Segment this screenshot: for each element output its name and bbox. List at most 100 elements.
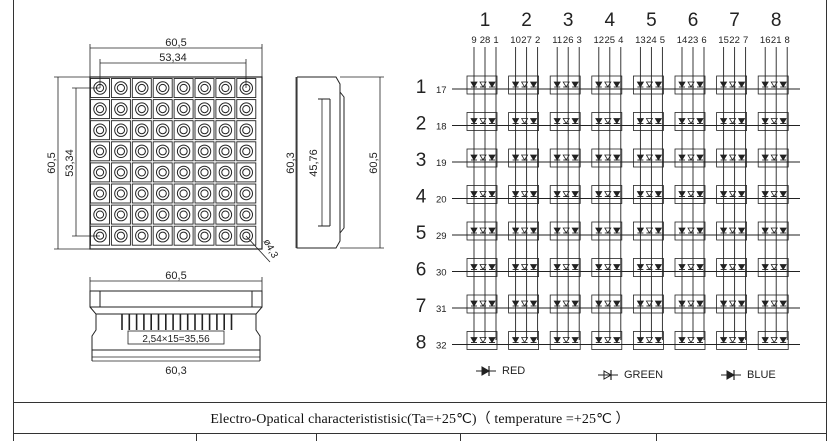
led-diode bbox=[511, 191, 520, 198]
led-hole-inner bbox=[179, 210, 188, 219]
led-hole bbox=[110, 162, 131, 183]
led-diode bbox=[719, 300, 728, 307]
led-hole-inner bbox=[95, 105, 105, 114]
led-hole-outer bbox=[239, 229, 254, 243]
row-pin-label: 29 bbox=[436, 231, 447, 242]
led-cell-frame bbox=[757, 294, 789, 314]
led-hole-frame bbox=[110, 120, 131, 141]
led-hole-outer bbox=[135, 165, 149, 180]
led-hole-inner bbox=[116, 83, 126, 93]
led-diode bbox=[678, 300, 686, 307]
led-hole-inner bbox=[95, 126, 105, 135]
led-hole-outer bbox=[218, 186, 233, 201]
led-diode bbox=[479, 81, 487, 88]
led-diode bbox=[529, 154, 538, 161]
led-cell bbox=[757, 75, 789, 95]
led-diode bbox=[604, 337, 612, 344]
led-diode bbox=[595, 154, 603, 161]
led-cell bbox=[757, 258, 789, 277]
led-cell bbox=[674, 112, 706, 131]
led-hole bbox=[215, 78, 236, 98]
led-hole-outer bbox=[93, 102, 107, 116]
led-diode bbox=[595, 227, 603, 234]
led-hole bbox=[173, 120, 194, 141]
led-hole bbox=[236, 183, 257, 204]
led-cell bbox=[508, 148, 540, 168]
led-cell-frame bbox=[508, 294, 540, 314]
led-hole-outer bbox=[135, 123, 149, 137]
led-hole-frame bbox=[110, 225, 131, 246]
led-diode bbox=[571, 337, 579, 344]
led-hole-outer bbox=[135, 144, 149, 159]
led-hole-inner bbox=[137, 147, 146, 156]
led-cell bbox=[508, 294, 540, 314]
led-hole bbox=[194, 78, 215, 98]
led-hole-outer bbox=[218, 102, 233, 116]
led-diode bbox=[770, 300, 778, 307]
led-hole-inner bbox=[116, 147, 126, 156]
led-hole bbox=[90, 204, 110, 225]
led-diode bbox=[604, 264, 612, 271]
led-diode bbox=[719, 118, 728, 125]
led-hole-frame bbox=[194, 183, 215, 204]
led-hole-frame bbox=[236, 225, 257, 246]
led-hole-outer bbox=[135, 186, 149, 201]
led-hole-outer bbox=[156, 229, 170, 243]
led-diode bbox=[654, 300, 663, 307]
led-diode bbox=[645, 227, 654, 234]
led-hole-outer bbox=[218, 165, 233, 180]
led-hole-outer bbox=[156, 165, 170, 180]
led-cell bbox=[549, 331, 581, 350]
led-hole-inner bbox=[221, 126, 230, 135]
led-diode bbox=[470, 81, 478, 88]
led-hole bbox=[110, 225, 131, 246]
led-hole bbox=[194, 120, 215, 141]
led-hole-inner bbox=[242, 231, 251, 240]
column-pin-label: 3 bbox=[577, 35, 582, 46]
led-diode bbox=[529, 191, 538, 198]
led-diode bbox=[553, 154, 561, 161]
led-hole-outer bbox=[135, 229, 149, 243]
column-pin-label: 10 bbox=[510, 35, 521, 46]
led-diode bbox=[604, 191, 612, 198]
led-hole-outer bbox=[176, 186, 191, 201]
led-hole-frame bbox=[173, 120, 194, 141]
led-hole-frame bbox=[90, 204, 110, 225]
led-diode bbox=[604, 118, 612, 125]
led-cell-frame bbox=[549, 294, 581, 314]
led-cell bbox=[508, 221, 540, 241]
led-hole-outer bbox=[114, 165, 128, 180]
led-diode bbox=[595, 300, 603, 307]
led-cell-frame bbox=[716, 75, 747, 95]
led-diode bbox=[613, 227, 621, 234]
led-hole-frame bbox=[194, 162, 215, 183]
led-hole-outer bbox=[197, 229, 212, 243]
led-hole-inner bbox=[242, 189, 251, 198]
led-cell bbox=[633, 112, 664, 131]
led-cell bbox=[549, 112, 581, 131]
led-diode bbox=[511, 337, 520, 344]
led-hole bbox=[173, 204, 194, 225]
led-hole bbox=[152, 120, 173, 141]
led-hole-inner bbox=[158, 105, 167, 114]
led-hole-inner bbox=[137, 83, 146, 93]
led-hole bbox=[90, 162, 110, 183]
led-diode bbox=[488, 227, 496, 234]
dim-bottom-width-top: 60,5 bbox=[165, 270, 186, 282]
led-hole bbox=[90, 183, 110, 204]
led-cell-frame bbox=[466, 221, 498, 241]
led-diode bbox=[511, 264, 520, 271]
led-diode bbox=[779, 191, 787, 198]
led-diode bbox=[520, 300, 529, 307]
led-hole-inner bbox=[179, 189, 188, 198]
led-diode bbox=[687, 264, 695, 271]
led-hole bbox=[236, 162, 257, 183]
led-cell bbox=[674, 185, 706, 204]
led-cell bbox=[508, 75, 540, 95]
led-diode bbox=[779, 264, 787, 271]
led-cell-frame bbox=[633, 185, 664, 204]
led-diode bbox=[678, 227, 686, 234]
front-outline bbox=[89, 76, 263, 250]
led-cell-frame bbox=[757, 331, 789, 350]
